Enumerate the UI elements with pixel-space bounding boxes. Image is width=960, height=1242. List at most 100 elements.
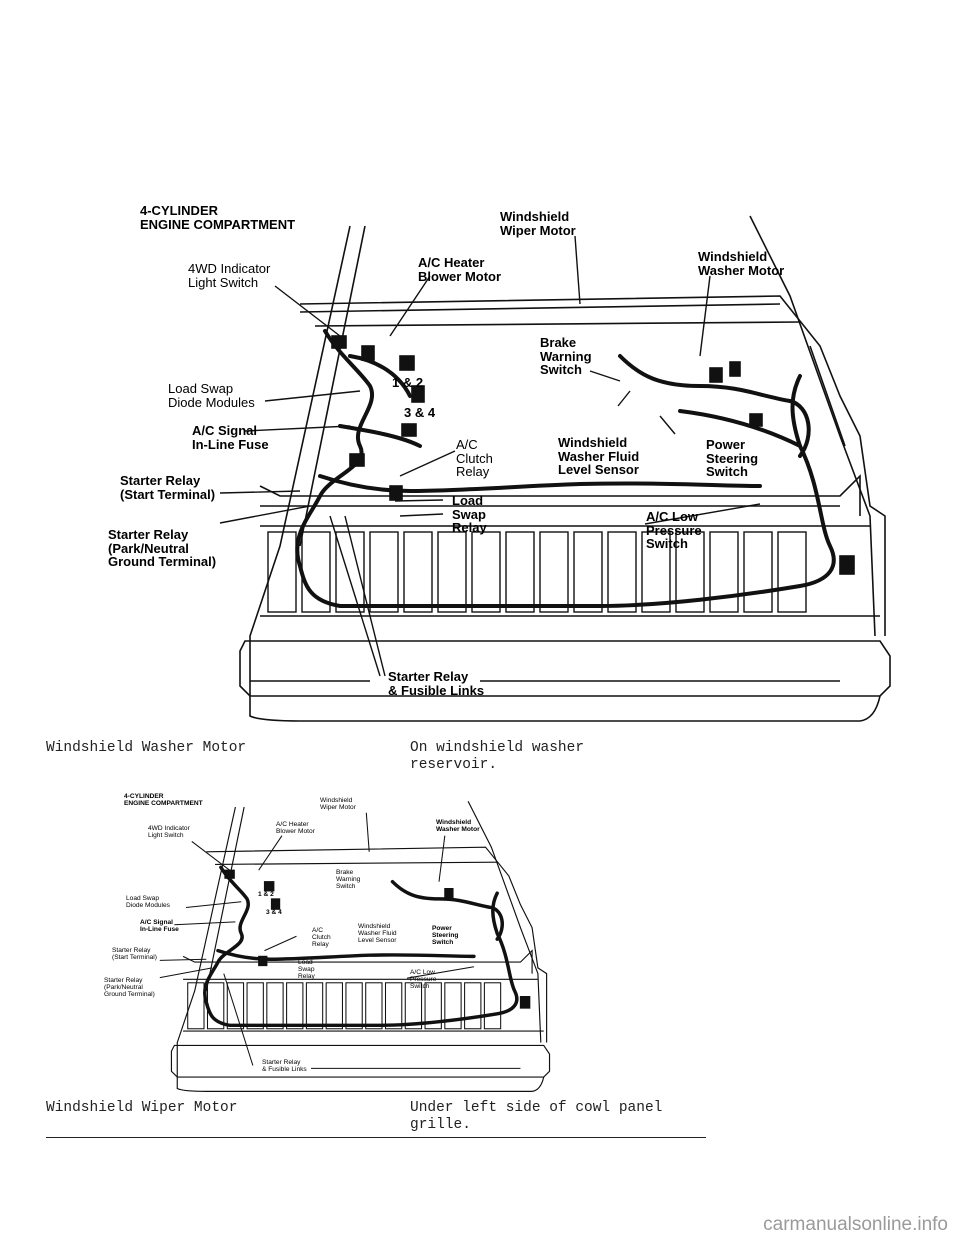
label-num-3-4: 3 & 4: [404, 405, 436, 420]
row-2-location: Under left side of cowl panel grille.: [410, 1100, 663, 1133]
label-line: Warning: [540, 348, 592, 364]
label-line: Relay: [452, 520, 487, 536]
label-fusible-links: Starter Relay& Fusible Links: [388, 670, 484, 697]
label-num-1-2-small: 1 & 2: [258, 891, 274, 898]
bottom-rule: [46, 1137, 706, 1138]
label-line: Diode Modules: [126, 901, 170, 909]
label-line: Load Swap: [126, 895, 159, 902]
label-line: A/C: [312, 927, 323, 934]
label-line: Starter Relay: [104, 977, 143, 984]
label-line: Relay: [456, 464, 490, 480]
label-line: Swap: [298, 965, 315, 973]
label-line: Light Switch: [188, 274, 259, 290]
label-line: & Fusible Links: [262, 1065, 307, 1073]
label-line: Diode Modules: [168, 394, 255, 410]
label-line: Blower Motor: [276, 827, 315, 835]
label-line: Washer Motor: [698, 262, 785, 278]
label-line: Relay: [312, 940, 329, 948]
label-line: (Park/Neutral: [108, 540, 189, 556]
label-line: 4WD Indicator: [188, 261, 271, 276]
label-line: (Park/Neutral: [104, 983, 143, 991]
label-line: Brake: [336, 869, 354, 876]
label-line: Starter Relay: [108, 527, 189, 542]
row-1-component: Windshield Washer Motor: [46, 740, 247, 756]
label-line: Level Sensor: [358, 936, 397, 944]
label-line: Starter Relay: [112, 947, 151, 954]
label-line: Switch: [432, 938, 454, 946]
label-line: Washer Fluid: [358, 929, 397, 937]
title-line-1: 4-CYLINDER: [140, 203, 219, 218]
row-1-location: On windshield washer reservoir.: [410, 740, 585, 773]
label-line: Load: [298, 959, 313, 966]
title-line-1: 4-CYLINDER: [124, 793, 164, 800]
label-line: Starter Relay: [120, 473, 201, 488]
label-line: Windshield: [558, 435, 628, 450]
label-num-1-2: 1 & 2: [392, 375, 424, 390]
label-fusible-links-small: Starter Relay& Fusible Links: [262, 1059, 307, 1074]
label-line: A/C Low: [410, 969, 435, 976]
label-line: A/C Heater: [276, 821, 309, 828]
label-line: & Fusible Links: [388, 682, 485, 698]
label-line: Starter Relay: [262, 1059, 301, 1066]
label-line: Level Sensor: [558, 462, 639, 478]
label-line: Blower Motor: [418, 268, 502, 284]
title-line-2: ENGINE COMPARTMENT: [140, 216, 296, 232]
label-line: In-Line Fuse: [140, 925, 179, 933]
label-line: Pressure: [646, 522, 702, 538]
label-line: (Start Terminal): [120, 486, 216, 502]
label-num-3-4-small: 3 & 4: [266, 909, 282, 916]
label-line: Steering: [706, 450, 759, 466]
label-line: Steering: [432, 931, 459, 939]
label-line: A/C Low: [646, 509, 698, 524]
label-line: Brake: [540, 335, 577, 350]
label-starter-start-small: Starter Relay(Start Terminal): [112, 947, 157, 962]
title-line-2: ENGINE COMPARTMENT: [124, 799, 203, 807]
label-line: Windshield: [436, 819, 472, 826]
label-line: Power: [706, 437, 746, 452]
label-line: Clutch: [456, 450, 493, 466]
label-line: Windshield: [698, 249, 768, 264]
engine-compartment-drawing-small: [159, 800, 551, 1092]
label-line: A/C Signal: [192, 423, 258, 438]
label-line: 4WD Indicator: [148, 825, 190, 832]
label-line: Load Swap: [168, 381, 234, 396]
label-line: Switch: [336, 882, 356, 890]
label-line: Switch: [706, 464, 748, 480]
label-line: Light Switch: [148, 831, 184, 839]
label-line: Washer Motor: [436, 825, 480, 833]
label-line: Starter Relay: [388, 669, 469, 684]
label-line: Load: [452, 493, 484, 508]
label-line: Swap: [452, 506, 486, 522]
label-line: Windshield: [320, 797, 353, 804]
row-2-component: Windshield Wiper Motor: [46, 1100, 238, 1116]
label-line: Ground Terminal): [108, 554, 217, 570]
label-line: Switch: [646, 536, 688, 552]
label-line: Clutch: [312, 933, 331, 941]
label-starter-start: Starter Relay(Start Terminal): [120, 474, 215, 501]
label-line: Windshield: [358, 923, 391, 930]
label-line: Windshield: [500, 209, 570, 224]
label-line: Ground Terminal): [104, 990, 155, 998]
